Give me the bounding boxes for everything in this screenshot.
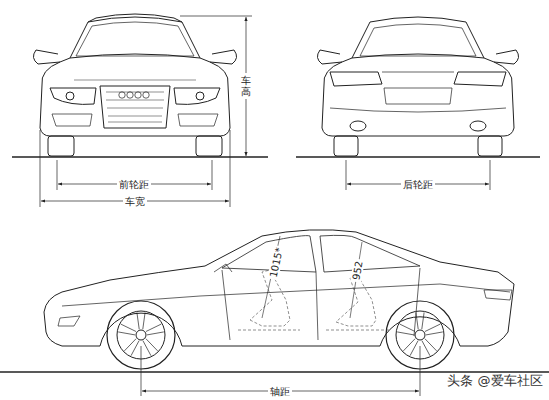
- side-view: [0, 230, 549, 396]
- dimension-label: 前轮距: [117, 179, 151, 190]
- dimension-label: 车高: [240, 73, 252, 99]
- hub: [136, 330, 146, 340]
- spoke: [124, 339, 139, 356]
- dimension-number: 952: [351, 258, 366, 283]
- dimension-label: 车宽: [123, 196, 147, 207]
- spoke: [403, 339, 418, 356]
- spoke: [143, 339, 158, 356]
- front-view: [12, 14, 268, 207]
- dimension-label: 轴距: [268, 386, 292, 397]
- spoke: [422, 339, 437, 356]
- rear-view: [296, 17, 540, 190]
- spoke: [146, 324, 164, 335]
- spoke: [137, 312, 145, 329]
- dimension-number: 1015*: [267, 244, 285, 280]
- spoke: [416, 312, 424, 329]
- dimension-label: 后轮距: [401, 179, 435, 190]
- watermark: 头条 @爱车社区: [444, 373, 545, 389]
- spoke: [118, 324, 136, 335]
- spoke: [397, 324, 415, 335]
- spoke: [425, 324, 443, 335]
- hub: [415, 330, 425, 340]
